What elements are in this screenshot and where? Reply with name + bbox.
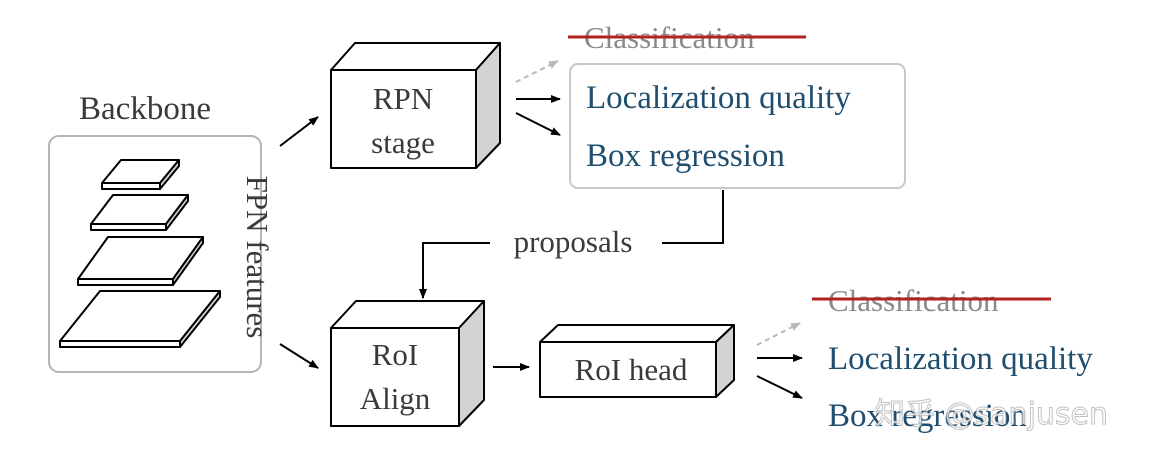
proposals-label: proposals <box>514 224 633 259</box>
watermark: 知乎 @sanjusen <box>875 397 1108 432</box>
rpn-output-localization-quality: Localization quality <box>586 80 851 116</box>
roi-align-label-line2: Align <box>360 381 431 416</box>
fpn-layer-1 <box>101 159 180 190</box>
rpn-label-line2: stage <box>371 125 435 160</box>
proposals-connector-right <box>662 190 724 244</box>
rpn-arrow-regression <box>515 112 561 136</box>
roi-head-label: RoI head <box>575 352 688 387</box>
roi-align-box <box>330 300 485 427</box>
rpn-output-box-regression: Box regression <box>586 138 785 174</box>
fpn-layer-2 <box>90 194 189 231</box>
roi-dashed-arrow <box>756 322 801 346</box>
rpn-stage-box <box>330 42 501 169</box>
rpn-label-line1: RPN <box>373 81 433 116</box>
fpn-features-label: FPN features <box>240 176 275 339</box>
roi-output-box-regression: Box regression <box>828 398 1027 434</box>
roi-output-localization-quality: Localization quality <box>828 341 1093 377</box>
roi-arrow-regression <box>756 375 803 399</box>
backbone-panel <box>48 135 262 373</box>
fpn-layer-4 <box>59 290 221 348</box>
backbone-title: Backbone <box>79 91 211 127</box>
arrow-to-roi-align <box>279 343 319 369</box>
rpn-dashed-arrow <box>515 60 559 83</box>
proposals-connector-left <box>419 242 490 299</box>
rpn-output-panel <box>569 63 906 189</box>
fpn-layer-3 <box>77 236 204 286</box>
arrow-to-rpn <box>279 116 319 147</box>
roi-head-box <box>539 324 735 398</box>
roi-align-label-line1: RoI <box>372 337 419 372</box>
